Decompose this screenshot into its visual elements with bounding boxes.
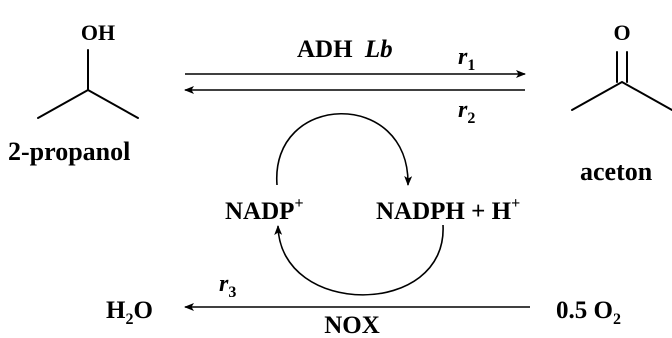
lower-cycle-arrow [274, 224, 444, 296]
acetone-skeleton [571, 80, 672, 111]
nox-label: NOX [324, 312, 380, 338]
water-a: H [106, 297, 126, 324]
propanol-oh-label: OH [81, 20, 115, 45]
acetone-structure: O [571, 20, 672, 111]
upper-cycle-arrow [276, 113, 413, 186]
rate-r2-sub: 2 [467, 110, 475, 127]
nadph-label: NADPH + H+ [376, 195, 520, 225]
propanol-skeleton [37, 88, 139, 119]
rate-r1-base: r [458, 44, 468, 70]
nadph-sup: + [511, 195, 520, 212]
rate-r3-sub: 3 [228, 284, 236, 301]
nadph-base: NADPH + H [376, 198, 512, 225]
adh-label: ADH Lb [297, 36, 393, 63]
rate-r1: r1 [458, 44, 475, 74]
nadp-sup: + [294, 195, 303, 212]
rate-r2-base: r [458, 97, 468, 123]
oxygen-label: 0.5 O2 [556, 297, 621, 328]
rate-r2: r2 [458, 97, 475, 127]
rate-r1-sub: 1 [467, 57, 475, 74]
rate-r3: r3 [219, 271, 236, 301]
propanol-structure: OH [37, 20, 139, 119]
water-b: O [133, 297, 152, 324]
nadp-label: NADP+ [225, 195, 304, 225]
rate-r3-base: r [219, 271, 229, 297]
water-label: H2O [106, 297, 153, 328]
oxygen-a: 0.5 O [556, 297, 613, 324]
acetone-o-label: O [613, 20, 630, 45]
acetone-name: aceton [580, 157, 653, 186]
propanol-name: 2-propanol [8, 137, 130, 166]
oxygen-sub: 2 [613, 311, 621, 328]
adh-organism: Lb [364, 36, 393, 63]
adh-prefix: ADH [297, 36, 353, 63]
water-sub: 2 [125, 311, 133, 328]
nadp-base: NADP [225, 198, 294, 225]
